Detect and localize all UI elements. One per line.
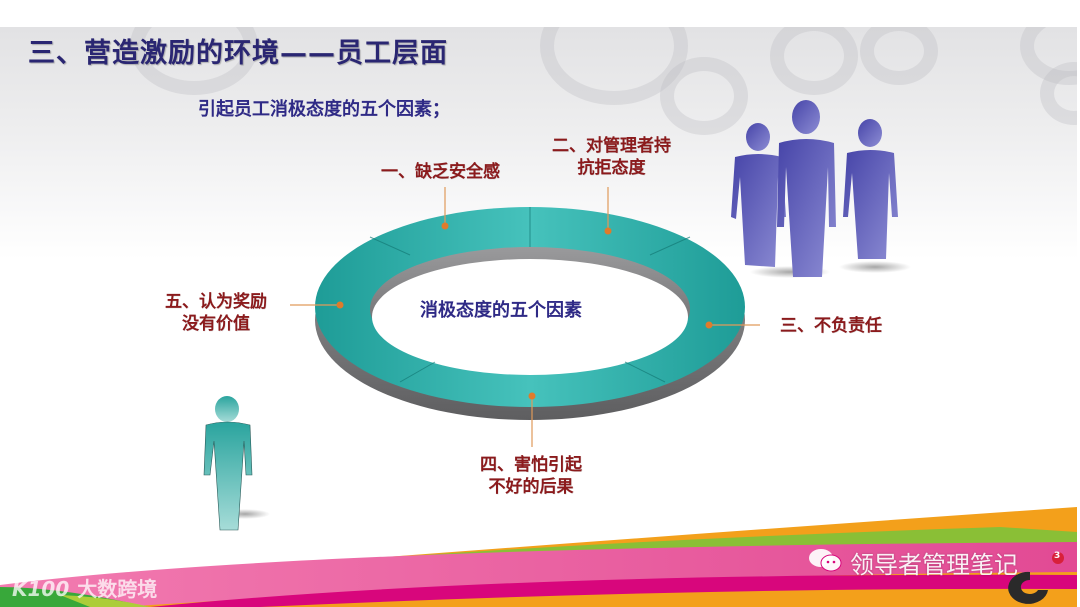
factor-1-text: 一、缺乏安全感 bbox=[381, 162, 500, 182]
wechat-account-name: 领导者管理笔记 bbox=[850, 551, 1018, 579]
logo-badge: 3 bbox=[1054, 551, 1061, 561]
factor-label-5: 五、认为奖励 没有价值 bbox=[165, 291, 267, 335]
subtitle: 引起员工消极态度的五个因素； bbox=[198, 99, 450, 120]
wechat-icon bbox=[808, 548, 842, 578]
ring-center-label: 消极态度的五个因素 bbox=[420, 300, 582, 321]
brand-mark-icon: K100 bbox=[12, 577, 70, 601]
person-icon bbox=[203, 396, 270, 531]
factor-label-4: 四、害怕引起 不好的后果 bbox=[480, 454, 582, 498]
watermark-wechat: 领导者管理笔记 bbox=[808, 545, 1018, 580]
factor-2-text-line2: 抗拒态度 bbox=[577, 158, 646, 178]
watermark-brand: K100 大数跨境 bbox=[12, 573, 157, 602]
factor-2-text-line1: 二、对管理者持 bbox=[552, 136, 671, 156]
people-group-icon bbox=[731, 100, 911, 278]
factor-5-text-line1: 五、认为奖励 bbox=[165, 292, 267, 312]
factor-4-text-line2: 不好的后果 bbox=[488, 477, 574, 497]
factor-label-1: 一、缺乏安全感 bbox=[381, 161, 500, 183]
logo-icon bbox=[1008, 552, 1064, 604]
leader-lines bbox=[290, 187, 760, 447]
factor-4-text-line1: 四、害怕引起 bbox=[480, 455, 582, 475]
ring bbox=[315, 207, 745, 420]
factor-label-3: 三、不负责任 bbox=[780, 315, 882, 337]
factor-3-text: 三、不负责任 bbox=[780, 316, 882, 336]
page-title: 三、营造激励的环境——员工层面 bbox=[28, 38, 448, 69]
ring-diagram bbox=[0, 100, 1077, 607]
factor-label-2: 二、对管理者持 抗拒态度 bbox=[552, 135, 671, 179]
footer-wave bbox=[0, 507, 1077, 607]
brand-text: 大数跨境 bbox=[77, 577, 158, 601]
factor-5-text-line2: 没有价值 bbox=[182, 314, 250, 334]
slide: 三、营造激励的环境——员工层面 引起员工消极态度的五个因素； bbox=[0, 27, 1077, 607]
